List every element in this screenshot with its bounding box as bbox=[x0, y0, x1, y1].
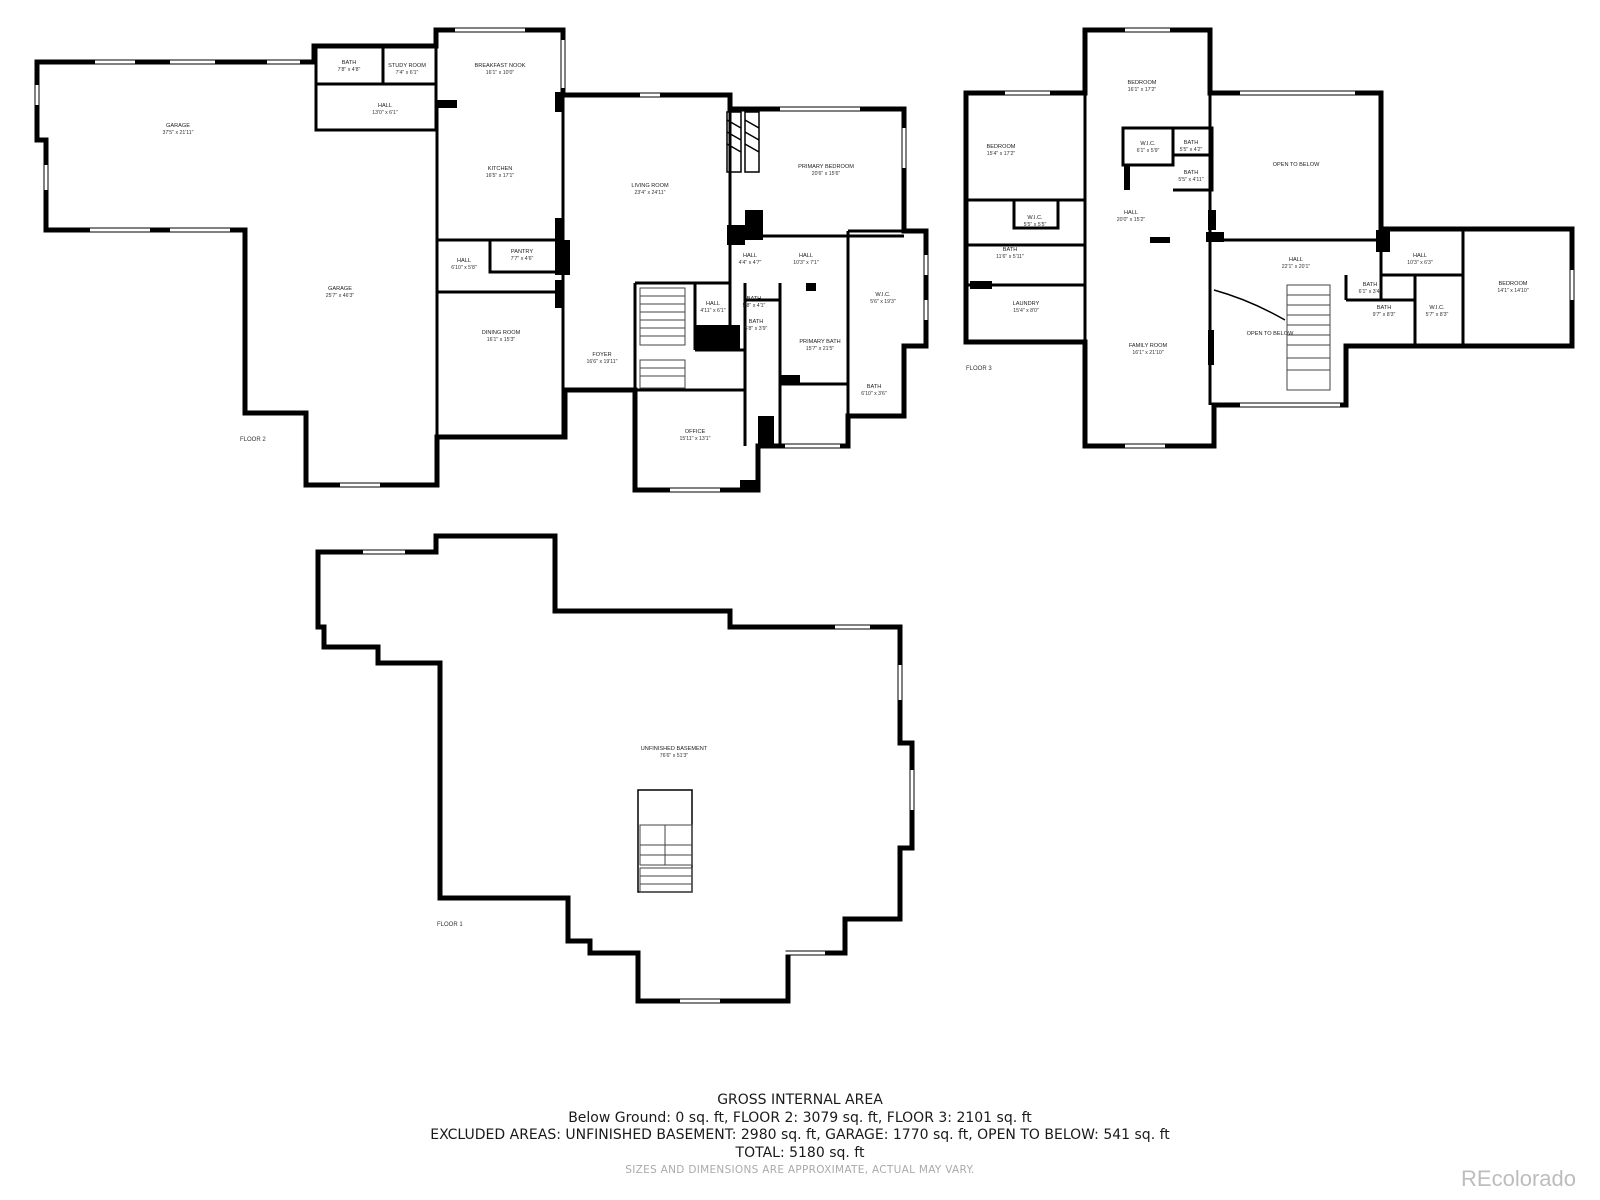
room-dimensions-basement: 76'6" x 51'3" bbox=[660, 753, 689, 759]
room-name-bed-1: BEDROOM bbox=[1128, 80, 1157, 86]
room-dimensions-hall-g: 22'1" x 20'1" bbox=[1282, 264, 1311, 270]
room-dimensions-wic-c: 5'5" x 5'5" bbox=[1024, 222, 1047, 228]
room-name-wic-b: W.I.C. bbox=[1140, 141, 1156, 147]
floor-2-plan bbox=[34, 27, 929, 493]
room-name-open-1: OPEN TO BELOW bbox=[1273, 162, 1320, 168]
room-name-hall-c: HALL bbox=[743, 253, 757, 259]
room-name-hall-b: HALL bbox=[457, 258, 471, 264]
summary-line-floors: Below Ground: 0 sq. ft, FLOOR 2: 3079 sq… bbox=[568, 1109, 1032, 1126]
room-dimensions-wic-b: 6'1" x 5'9" bbox=[1137, 148, 1160, 154]
room-dimensions-primary-bed: 20'6" x 15'6" bbox=[812, 171, 841, 177]
room-dimensions-family: 16'1" x 21'10" bbox=[1132, 350, 1163, 356]
summary-line-total: TOTAL: 5180 sq. ft bbox=[735, 1144, 865, 1161]
room-name-bath-c: BATH bbox=[749, 319, 764, 325]
room-name-hall-g: HALL bbox=[1289, 257, 1303, 263]
room-name-bath-d: BATH bbox=[867, 384, 882, 390]
summary-disclaimer: SIZES AND DIMENSIONS ARE APPROXIMATE, AC… bbox=[625, 1164, 975, 1176]
room-name-pantry: PANTRY bbox=[511, 249, 533, 255]
room-name-foyer: FOYER bbox=[592, 352, 611, 358]
room-dimensions-dining: 16'1" x 15'3" bbox=[487, 337, 516, 343]
room-name-study: STUDY ROOM bbox=[388, 63, 426, 69]
room-dimensions-hall-b: 6'10" x 5'8" bbox=[451, 265, 477, 271]
room-dimensions-hall-f: 20'0" x 15'2" bbox=[1117, 217, 1146, 223]
room-dimensions-hall-e: 4'11" x 6'1" bbox=[700, 308, 725, 314]
room-name-bed-3: BEDROOM bbox=[1499, 281, 1528, 287]
room-name-office: OFFICE bbox=[685, 429, 706, 435]
room-dimensions-bed-1: 16'1" x 17'2" bbox=[1128, 87, 1157, 93]
room-name-hall-h: HALL bbox=[1413, 253, 1427, 259]
room-dimensions-bath-e: 5'5" x 4'2" bbox=[1180, 147, 1203, 153]
summary-heading: GROSS INTERNAL AREA bbox=[717, 1092, 883, 1108]
room-name-bath-g: BATH bbox=[1003, 247, 1018, 253]
room-name-bed-2: BEDROOM bbox=[987, 144, 1016, 150]
room-name-open-2: OPEN TO BELOW bbox=[1247, 331, 1294, 337]
room-dimensions-bath-a: 7'8" x 4'8" bbox=[338, 67, 361, 73]
room-dimensions-hall-h: 10'3" x 6'3" bbox=[1407, 260, 1433, 266]
room-dimensions-kitchen: 16'5" x 17'1" bbox=[486, 173, 515, 179]
room-dimensions-hall-c: 4'4" x 4'7" bbox=[739, 260, 762, 266]
room-dimensions-bath-b: 5'8" x 4'1" bbox=[743, 303, 766, 309]
room-name-living: LIVING ROOM bbox=[631, 183, 669, 189]
room-dimensions-office: 15'11" x 13'1" bbox=[680, 436, 711, 442]
room-dimensions-bath-h: 6'1" x 3'4" bbox=[1359, 289, 1382, 295]
room-dimensions-laundry: 15'4" x 8'0" bbox=[1013, 308, 1039, 314]
room-name-bath-e: BATH bbox=[1184, 140, 1199, 146]
summary-line-excluded: EXCLUDED AREAS: UNFINISHED BASEMENT: 298… bbox=[430, 1127, 1170, 1143]
room-dimensions-nook: 16'1" x 10'0" bbox=[486, 70, 515, 76]
room-name-basement: UNFINISHED BASEMENT bbox=[641, 746, 708, 752]
room-name-garage-b: GARAGE bbox=[328, 286, 352, 292]
floor-1-plan bbox=[315, 533, 915, 1004]
room-dimensions-wic-d: 5'7" x 8'3" bbox=[1426, 312, 1449, 318]
room-dimensions-bed-3: 14'1" x 14'10" bbox=[1497, 288, 1528, 294]
room-name-primary-bed: PRIMARY BEDROOM bbox=[798, 164, 854, 170]
room-dimensions-study: 7'4" x 6'1" bbox=[396, 70, 419, 76]
room-dimensions-bath-g: 11'6" x 5'11" bbox=[996, 254, 1024, 260]
area-summary: GROSS INTERNAL AREA Below Ground: 0 sq. … bbox=[0, 1092, 1600, 1180]
room-dimensions-garage-a: 37'5" x 21'11" bbox=[163, 130, 194, 136]
room-name-nook: BREAKFAST NOOK bbox=[475, 63, 526, 69]
brand-logo: REcolorado bbox=[1461, 1166, 1576, 1191]
room-name-bath-f: BATH bbox=[1184, 170, 1199, 176]
room-name-dining: DINING ROOM bbox=[482, 330, 521, 336]
room-name-bath-i: BATH bbox=[1377, 305, 1392, 311]
floor-2-label: FLOOR 2 bbox=[240, 437, 266, 443]
room-name-bath-b: BATH bbox=[747, 296, 762, 302]
floor-3-plan bbox=[963, 27, 1575, 449]
room-name-kitchen: KITCHEN bbox=[488, 166, 513, 172]
room-dimensions-wic-a: 5'6" x 19'3" bbox=[870, 299, 896, 305]
room-name-primary-bath: PRIMARY BATH bbox=[799, 339, 840, 345]
room-name-hall-a: HALL bbox=[378, 103, 392, 109]
room-dimensions-bath-d: 6'10" x 3'6" bbox=[861, 391, 887, 397]
room-dimensions-pantry: 7'7" x 4'6" bbox=[511, 256, 534, 262]
room-dimensions-hall-d: 10'3" x 7'1" bbox=[793, 260, 819, 266]
room-dimensions-bed-2: 15'4" x 17'2" bbox=[987, 151, 1016, 157]
room-name-garage-a: GARAGE bbox=[166, 123, 190, 129]
floor-1-label: FLOOR 1 bbox=[437, 922, 463, 928]
room-dimensions-bath-f: 5'5" x 4'11" bbox=[1178, 177, 1203, 183]
room-dimensions-garage-b: 25'7" x 46'3" bbox=[326, 293, 355, 299]
room-dimensions-living: 23'4" x 24'11" bbox=[635, 190, 666, 196]
room-name-family: FAMILY ROOM bbox=[1129, 343, 1168, 349]
room-name-laundry: LAUNDRY bbox=[1013, 301, 1040, 307]
room-name-bath-h: BATH bbox=[1363, 282, 1378, 288]
room-dimensions-hall-a: 13'0" x 6'1" bbox=[372, 110, 398, 116]
room-name-hall-f: HALL bbox=[1124, 210, 1138, 216]
room-dimensions-bath-c: 5'8" x 3'9" bbox=[745, 326, 768, 332]
room-dimensions-foyer: 16'6" x 19'11" bbox=[587, 359, 618, 365]
room-name-hall-e: HALL bbox=[706, 301, 720, 307]
room-name-wic-d: W.I.C. bbox=[1429, 305, 1445, 311]
room-name-hall-d: HALL bbox=[799, 253, 813, 259]
room-name-bath-a: BATH bbox=[342, 60, 357, 66]
floor-3-label: FLOOR 3 bbox=[966, 366, 992, 372]
room-dimensions-primary-bath: 15'7" x 21'5" bbox=[806, 346, 835, 352]
room-name-wic-a: W.I.C. bbox=[875, 292, 891, 298]
room-dimensions-bath-i: 9'7" x 8'3" bbox=[1373, 312, 1396, 318]
room-name-wic-c: W.I.C. bbox=[1027, 215, 1043, 221]
